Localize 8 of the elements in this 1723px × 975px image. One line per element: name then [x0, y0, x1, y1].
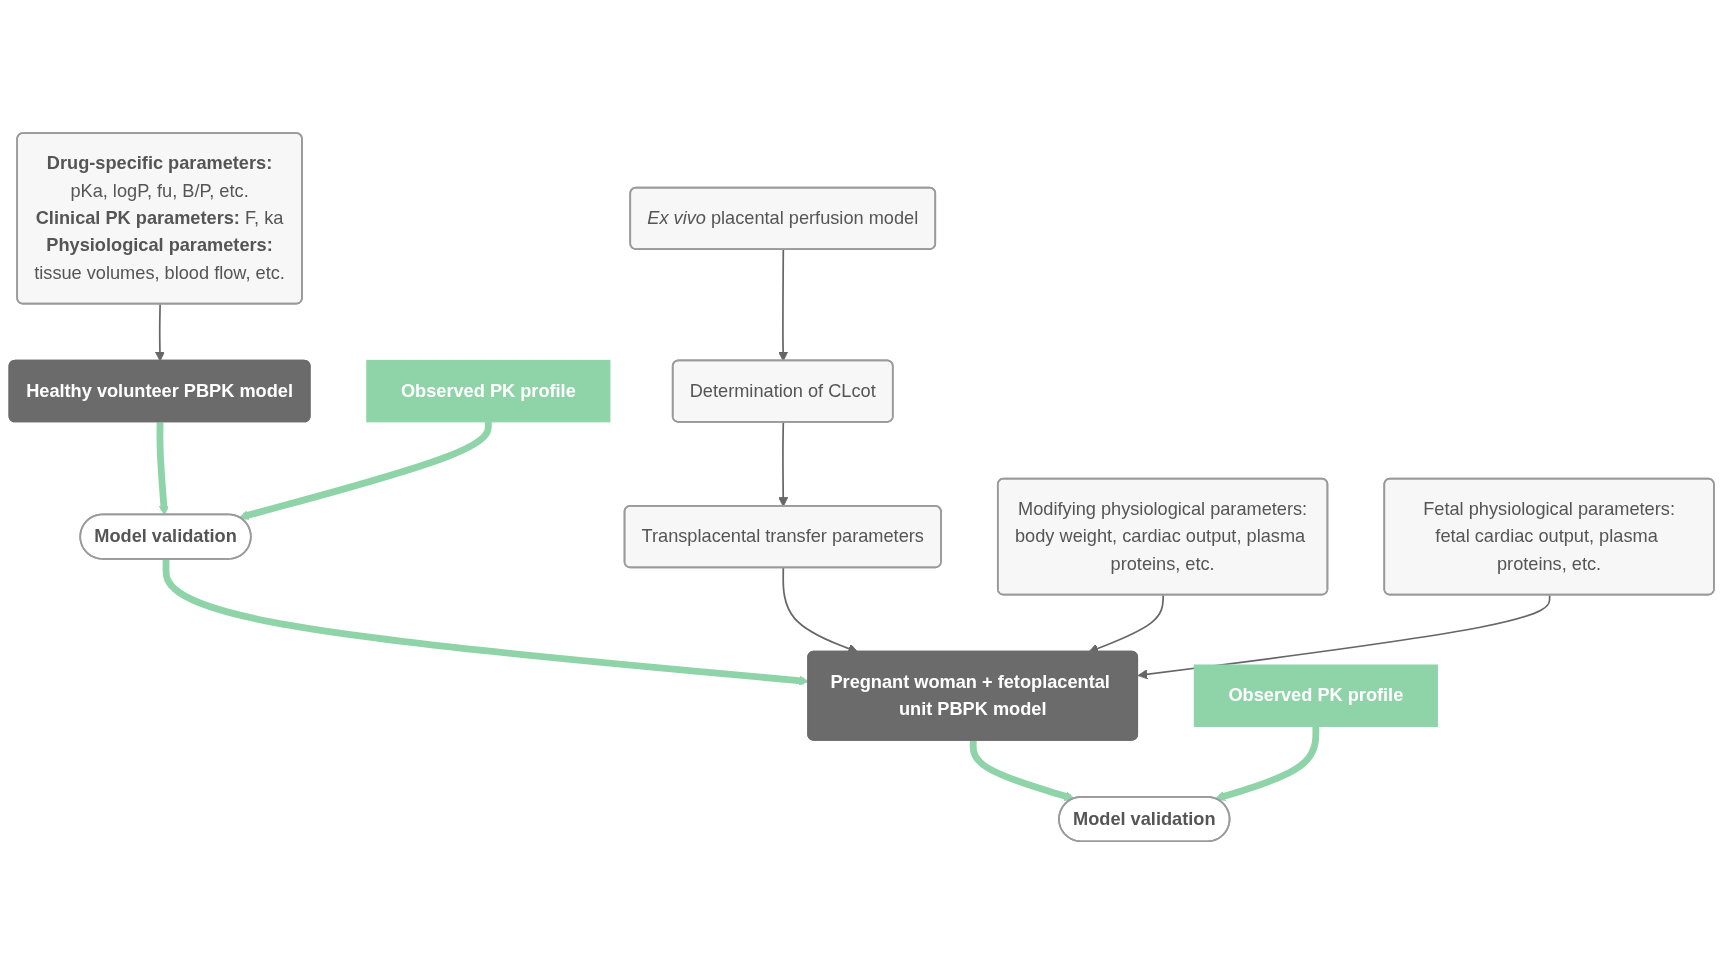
arrow [778, 249, 789, 362]
arrow [778, 421, 789, 508]
arrow [154, 303, 165, 362]
arrow [156, 422, 169, 516]
arrow [1137, 594, 1551, 680]
arrow [1215, 726, 1320, 802]
node-box: Observed PK profile [366, 360, 611, 423]
node-box: Observed PK profile [1193, 664, 1438, 728]
